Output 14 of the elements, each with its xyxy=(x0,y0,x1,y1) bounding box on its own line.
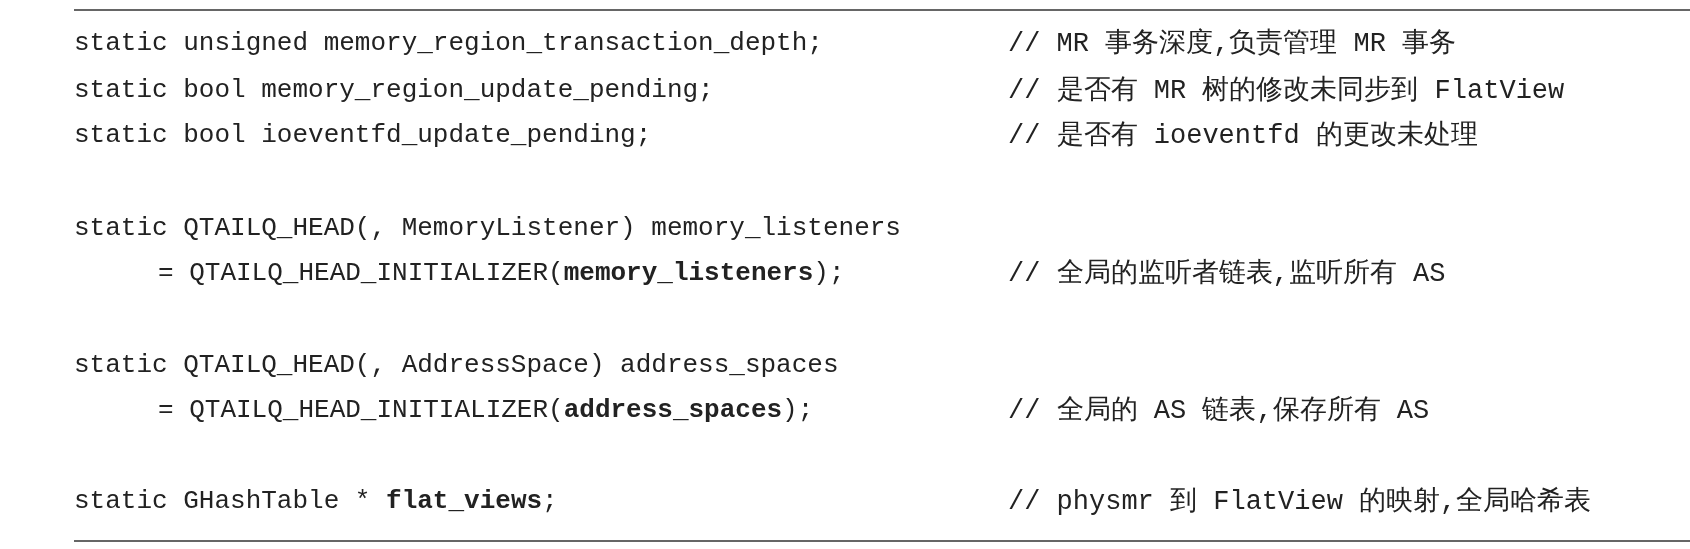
code-comment: // 是否有 ioeventfd 的更改未处理 xyxy=(1008,120,1478,153)
code-line: static QTAILQ_HEAD(, AddressSpace) address_spaces xyxy=(74,350,839,382)
code-comment: // 全局的 AS 链表,保存所有 AS xyxy=(1008,395,1430,428)
code-line: static bool memory_region_update_pending; xyxy=(74,75,714,107)
code-line: = QTAILQ_HEAD_INITIALIZER(memory_listeners); xyxy=(158,258,845,290)
code-line: static GHashTable *flat_views; xyxy=(74,486,558,518)
code-line: static QTAILQ_HEAD(, MemoryListener) memory_listeners xyxy=(74,213,901,245)
code-line: static unsigned memory_region_transaction_depth; xyxy=(74,28,823,60)
code-line: = QTAILQ_HEAD_INITIALIZER(address_spaces); xyxy=(158,395,814,427)
code-line: static bool ioeventfd_update_pending; xyxy=(74,120,652,152)
code-comment: // MR 事务深度,负责管理 MR 事务 xyxy=(1008,28,1457,61)
code-comment: // 是否有 MR 树的修改未同步到 FlatView xyxy=(1008,75,1565,108)
code-comment: // 全局的监听者链表,监听所有 AS xyxy=(1008,258,1446,291)
code-comment: // physmr 到 FlatView 的映射,全局哈希表 xyxy=(1008,486,1592,519)
